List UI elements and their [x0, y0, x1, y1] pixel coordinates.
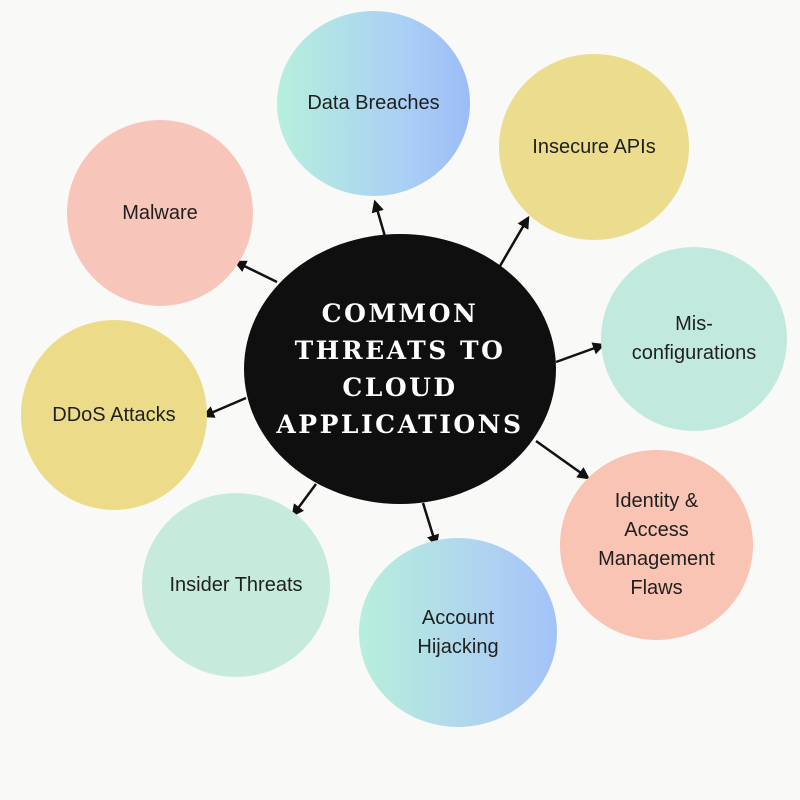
arrow-to-identity-access [535, 439, 591, 480]
arrow-to-misconfigurations [555, 342, 606, 364]
arrow-to-insecure-apis [498, 215, 530, 267]
threat-label-account-hijacking: Account Hijacking [417, 606, 499, 658]
center-hub: COMMON THREATS TO CLOUD APPLICATIONS [244, 234, 556, 504]
threat-label-misconfigurations: Mis- configurations [631, 313, 757, 364]
threat-node-data-breaches: Data Breaches [277, 11, 470, 196]
threat-node-ddos-attacks: DDoS Attacks [21, 320, 207, 510]
threat-node-malware: Malware [67, 120, 253, 306]
threat-label-malware: Malware [122, 201, 198, 224]
arrow-to-insider-threats [291, 483, 318, 518]
threat-label-data-breaches: Data Breaches [307, 92, 440, 114]
threat-node-identity-access: Identity & Access Management Flaws [560, 450, 753, 640]
threat-label-insider-threats: Insider Threats [169, 573, 303, 596]
threat-node-account-hijacking: Account Hijacking [359, 538, 557, 727]
threat-label-identity-access: Identity & Access Management Flaws [598, 490, 715, 599]
arrow-to-malware [233, 260, 278, 284]
threat-node-insecure-apis: Insecure APIs [499, 54, 689, 240]
threat-label-ddos-attacks: DDoS Attacks [52, 403, 176, 426]
center-title: COMMON THREATS TO CLOUD APPLICATIONS [276, 299, 524, 439]
threat-node-misconfigurations: Mis- configurations [601, 247, 787, 431]
arrow-to-account-hijacking [421, 502, 440, 548]
arrow-to-data-breaches [371, 199, 388, 241]
threat-node-insider-threats: Insider Threats [142, 493, 330, 677]
arrow-to-ddos-attacks [201, 396, 247, 418]
threat-label-insecure-apis: Insecure APIs [532, 135, 656, 158]
